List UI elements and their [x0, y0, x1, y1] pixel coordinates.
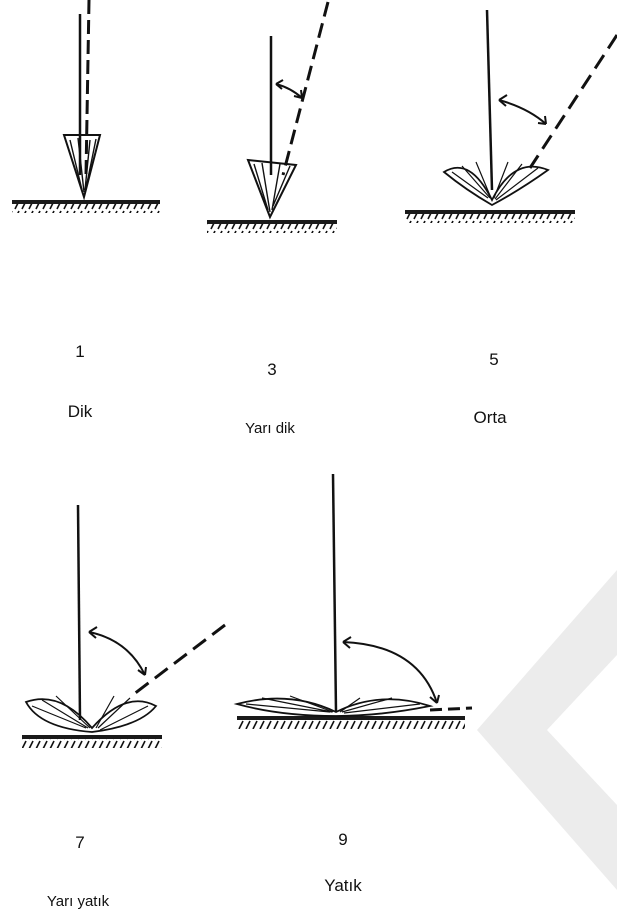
angle-arrow — [499, 100, 546, 124]
tiller-outline — [26, 699, 156, 732]
ground-hatch — [237, 720, 465, 729]
tiller-outline — [237, 699, 430, 716]
ground-line — [207, 220, 337, 224]
score-label-yari-dik: 3 — [267, 360, 276, 380]
ground-hatch — [12, 204, 160, 213]
plant-axis-dashed — [430, 708, 472, 710]
ground-hatch — [207, 224, 337, 233]
panel-orta — [405, 10, 617, 223]
angle-arrow — [343, 642, 437, 703]
panel-yari-yatik — [22, 505, 225, 748]
ground-hatch — [22, 739, 162, 748]
plant-axis-dashed — [130, 625, 225, 697]
score-label-orta: 5 — [489, 350, 498, 370]
reference-line — [78, 505, 80, 720]
angle-arrow-heads — [343, 637, 439, 703]
score-label-dik: 1 — [75, 342, 84, 362]
reference-line — [333, 474, 336, 712]
score-label-yatik: 9 — [338, 830, 347, 850]
ground-line — [12, 200, 160, 204]
score-label-yari-yatik: 7 — [75, 833, 84, 853]
angle-arrow — [89, 632, 145, 675]
reference-line — [487, 10, 492, 190]
habit-label-dik: Dik — [68, 402, 93, 422]
ground-line — [405, 210, 575, 214]
ground-line — [22, 735, 162, 739]
habit-label-yari-yatik: Yarı yatık — [47, 893, 109, 910]
habit-label-yari-dik: Yarı dik — [245, 420, 295, 437]
ground-hatch — [405, 214, 575, 223]
habit-label-orta: Orta — [473, 408, 506, 428]
panel-dik — [12, 0, 160, 213]
panel-yatik — [237, 474, 472, 729]
habit-label-yatik: Yatık — [324, 876, 361, 896]
panel-yari-dik — [207, 2, 337, 233]
plant-axis-dashed — [530, 35, 617, 168]
